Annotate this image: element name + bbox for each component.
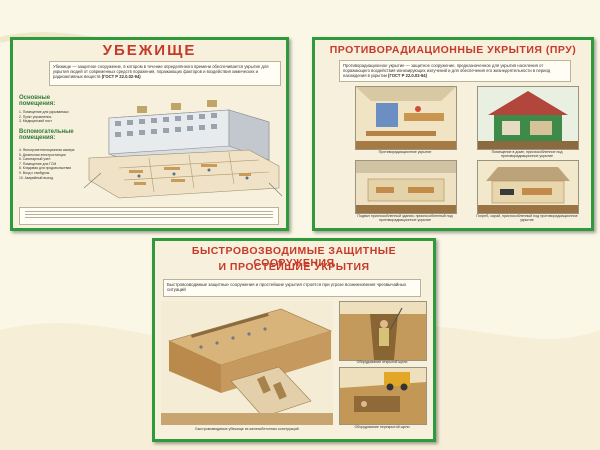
aux-room-item: 10. Аварийный выход [19, 175, 54, 180]
aux-room-item: 7. Помещение для ГСМ [19, 161, 57, 166]
caption-basement-shelter: Подвал приспособленный здания, приспособ… [357, 214, 453, 223]
poster-radiation-shelter-intro: Противорадиационное укрытие — защитное с… [339, 60, 571, 82]
aux-room-item: 8. Кладовая для продовольствия [19, 166, 72, 171]
poster-quick-shelters-title-line2: И ПРОСТЕЙШИЕ УКРЫТИЯ [218, 261, 370, 273]
scene-house-shelter [477, 86, 579, 150]
aux-room-item: 4. Фильтровентиляционная камера [19, 148, 75, 152]
poster-radiation-shelter-standard: (ГОСТ Р 22.0.02-94) [388, 73, 428, 78]
main-room-item: 2. Пункт управления [19, 114, 52, 119]
caption-covered-trench: Оборудование перекрытой щели [354, 425, 410, 429]
scene-cellar-shelter [477, 160, 579, 214]
poster-shelter-footer-table [19, 207, 279, 225]
main-room-item: 3. Медицинский пост [19, 119, 52, 124]
scene-basement-shelter [355, 160, 457, 214]
poster-shelter: УБЕЖИЩЕ Убежище — защитное сооружение, в… [10, 37, 289, 231]
poster-quick-shelters: БЫСТРОВОЗВОДИМЫЕ ЗАЩИТНЫЕ СООРУЖЕНИЯ И П… [152, 238, 436, 442]
poster-shelter-title: УБЕЖИЩЕ [102, 42, 197, 59]
poster-shelter-standard: (ГОСТ Р 22.0.02-94) [101, 74, 141, 79]
prefab-shelter-illustration [161, 301, 333, 425]
main-room-item: 1. Помещение для укрываемых [19, 110, 69, 114]
main-rooms-list: 1. Помещение для укрываемых 2. Пункт упр… [19, 110, 77, 124]
scene-interior-shelter [355, 86, 457, 150]
open-trench-illustration [340, 302, 426, 360]
poster-quick-shelters-intro-text: Быстровозводимые защитные сооружения и п… [167, 282, 407, 292]
caption-open-trench: Оборудование открытой щели [356, 360, 408, 364]
poster-shelter-intro: Убежище — защитное сооружение, в котором… [49, 61, 281, 86]
aux-rooms-list: 4. Фильтровентиляционная камера 5. Дизел… [19, 148, 79, 180]
caption-interior-shelter: Противорадиационное укрытие [378, 150, 432, 154]
house-shelter-illustration [478, 87, 578, 149]
poster-shelter-intro-text: Убежище — защитное сооружение, в котором… [53, 64, 269, 79]
covered-trench-illustration [340, 368, 426, 424]
scene-open-trench [339, 301, 427, 361]
aux-room-item: 6. Санитарный узел [19, 157, 51, 162]
interior-shelter-illustration [356, 87, 456, 149]
aux-room-item: 5. Дизельная электростанция [19, 152, 66, 157]
poster-radiation-shelter: ПРОТИВОРАДИАЦИОННЫЕ УКРЫТИЯ (ПРУ) Против… [312, 37, 594, 231]
shelter-building-illustration [83, 100, 283, 199]
poster-radiation-shelter-intro-text: Противорадиационное укрытие — защитное с… [343, 63, 551, 78]
aux-rooms-heading: Вспомогательные помещения: [19, 129, 74, 141]
basement-shelter-illustration [356, 161, 456, 213]
aux-room-item: 9. Вход с тамбуром [19, 170, 50, 175]
main-rooms-heading: Основные помещения: [19, 95, 56, 107]
cellar-shelter-illustration [478, 161, 578, 213]
poster-quick-shelters-title-line1: БЫСТРОВОЗВОДИМЫЕ ЗАЩИТНЫЕ СООРУЖЕНИЯ [191, 245, 397, 269]
caption-cellar-shelter: Погреб, сарай, приспособленный под проти… [476, 214, 578, 223]
caption-prefab-shelter: Быстровозводимое убежище из железобетонн… [195, 427, 299, 431]
poster-quick-shelters-intro: Быстровозводимые защитные сооружения и п… [163, 279, 421, 297]
poster-radiation-shelter-title: ПРОТИВОРАДИАЦИОННЫЕ УКРЫТИЯ (ПРУ) [329, 44, 577, 56]
caption-house-shelter: Помещение в доме, приспособленное под пр… [491, 150, 563, 159]
scene-covered-trench [339, 367, 427, 425]
